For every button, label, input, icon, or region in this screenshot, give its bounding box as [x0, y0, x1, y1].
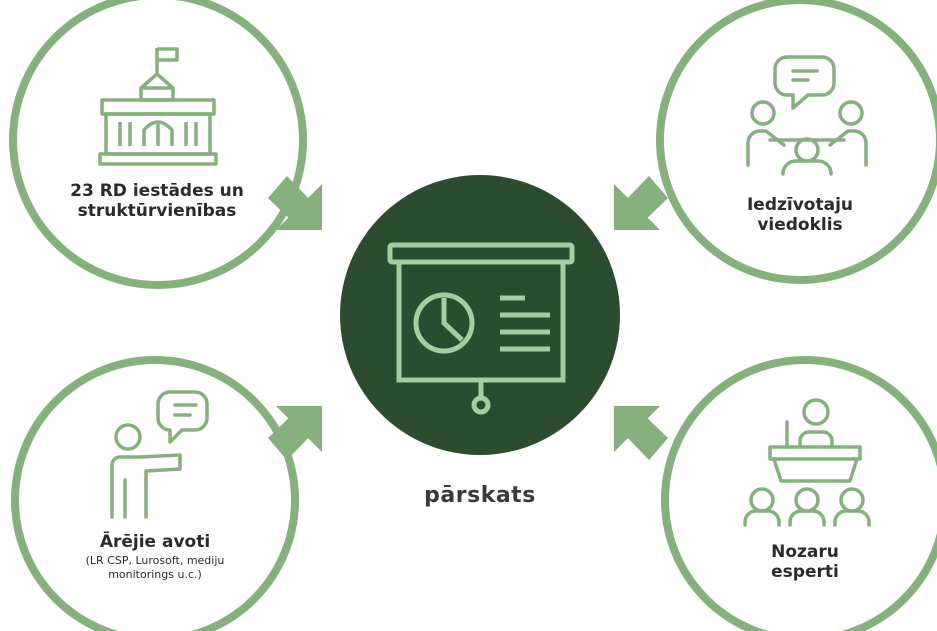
node-sublabel-line: (LR CSP, Lurosoft, mediju [85, 554, 225, 567]
node-sublabel-external: (LR CSP, Lurosoft, mediju monitorings u.… [55, 554, 255, 582]
node-label-institutions: 23 RD iestādes un struktūrvienības [48, 181, 266, 221]
arrows [268, 176, 668, 460]
arrow-experts [614, 406, 668, 460]
arrow-external [268, 406, 322, 460]
presenter-speech-icon [110, 390, 209, 519]
ring-experts [661, 356, 937, 631]
presentation-board-pie-chart-icon [387, 242, 575, 415]
node-label-line: Nozaru [771, 542, 839, 562]
node-label-line: struktūrvienības [77, 201, 237, 221]
node-label-external: Ārējie avoti [60, 532, 250, 552]
node-label-residents: Iedzīvotaju viedoklis [720, 195, 880, 235]
node-label-line: esperti [771, 562, 839, 582]
government-building-icon [98, 47, 218, 166]
arrow-residents [614, 176, 668, 230]
center-label: pārskats [424, 483, 536, 508]
node-label-line: viedoklis [757, 215, 843, 235]
node-label-line: 23 RD iestādes un [70, 181, 244, 201]
node-label-line: Iedzīvotaju [746, 195, 854, 215]
ring-external [11, 356, 299, 631]
node-sublabel-line: monitorings u.c.) [108, 568, 202, 581]
node-label-experts: Nozaru esperti [730, 542, 880, 582]
expert-panel-icon [743, 398, 871, 527]
group-discussion-icon [746, 55, 868, 176]
node-label-line: Ārējie avoti [99, 532, 211, 552]
arrow-institutions [268, 176, 322, 230]
